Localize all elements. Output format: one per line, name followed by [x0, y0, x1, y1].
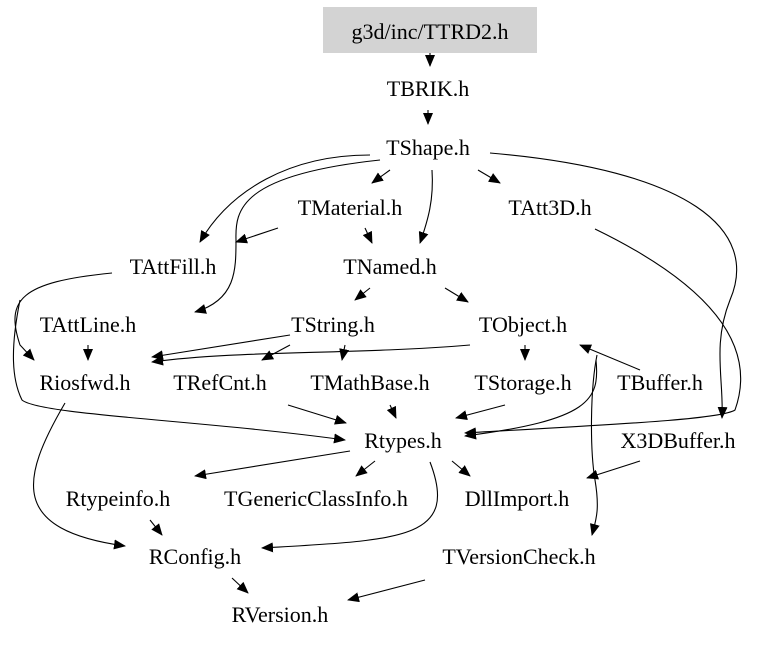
node-tgenericclassinfo: TGenericClassInfo.h	[224, 486, 408, 511]
node-tattfill: TAttFill.h	[130, 254, 217, 279]
edge-tattfill-to-riosfwd	[14, 272, 113, 361]
node-ttrd2: g3d/inc/TTRD2.h	[323, 7, 537, 53]
edge-tstring-to-tmathbase	[339, 344, 350, 361]
edge-tbuffer-to-tobject	[579, 344, 641, 371]
node-tstring: TString.h	[291, 312, 375, 337]
edge-tshape-to-tatt3d	[477, 169, 501, 184]
node-trefcnt: TRefCnt.h	[173, 370, 267, 395]
edge-tattfill-to-rtypes	[12, 299, 346, 444]
edge-tstring-to-trefcnt	[261, 344, 291, 361]
node-label-tatt3d: TAtt3D.h	[508, 195, 591, 220]
node-tversioncheck: TVersionCheck.h	[442, 544, 595, 569]
edge-tmaterial-to-tnamed	[362, 227, 373, 244]
node-label-rconfig: RConfig.h	[149, 544, 241, 569]
node-label-trefcnt: TRefCnt.h	[173, 370, 267, 395]
root-node-box	[323, 7, 537, 53]
edge-tshape-to-x3dbuffer	[489, 152, 738, 419]
edge-tshape-to-tattline	[194, 159, 381, 314]
edge-tobject-to-tversioncheck	[590, 354, 600, 536]
node-label-tnamed: TNamed.h	[343, 254, 436, 279]
node-label-rversion: RVersion.h	[232, 602, 329, 627]
node-tmathbase: TMathBase.h	[310, 370, 429, 395]
edge-rtypes-to-rtypeinfo	[194, 450, 351, 480]
nodes-layer: g3d/inc/TTRD2.hTBRIK.hTShape.hTMaterial.…	[39, 7, 736, 627]
edge-tnamed-to-tstring	[354, 287, 371, 301]
node-label-tstring: TString.h	[291, 312, 375, 337]
node-label-ttrd2: g3d/inc/TTRD2.h	[351, 19, 508, 44]
node-label-tbuffer: TBuffer.h	[617, 370, 703, 395]
node-label-rtypeinfo: Rtypeinfo.h	[66, 486, 171, 511]
node-tbrik: TBRIK.h	[387, 76, 470, 101]
edge-riosfwd-to-rconfig	[32, 402, 126, 550]
edge-rtypeinfo-to-rconfig	[149, 519, 163, 536]
node-label-tshape: TShape.h	[386, 135, 470, 160]
node-rconfig: RConfig.h	[149, 544, 241, 569]
node-label-riosfwd: Riosfwd.h	[39, 370, 130, 395]
node-tobject: TObject.h	[479, 312, 567, 337]
edge-tmaterial-to-tattfill	[235, 227, 279, 244]
edge-rtypes-to-dllimport	[451, 460, 471, 477]
node-label-rtypes: Rtypes.h	[364, 428, 442, 453]
node-x3dbuffer: X3DBuffer.h	[620, 428, 735, 453]
edge-tatt3d-to-rtypes	[464, 228, 742, 438]
edge-tobject-to-rtypes	[464, 359, 598, 440]
edge-x3dbuffer-to-dllimport	[586, 460, 641, 480]
node-rtypeinfo: Rtypeinfo.h	[66, 486, 171, 511]
node-label-tattfill: TAttFill.h	[130, 254, 217, 279]
node-label-tattline: TAttLine.h	[40, 312, 137, 337]
node-label-tobject: TObject.h	[479, 312, 567, 337]
node-tatt3d: TAtt3D.h	[508, 195, 591, 220]
node-label-tmathbase: TMathBase.h	[310, 370, 429, 395]
node-label-tmaterial: TMaterial.h	[298, 195, 402, 220]
node-label-tbrik: TBRIK.h	[387, 76, 470, 101]
edges-layer	[12, 53, 742, 603]
edge-trefcnt-to-rtypes	[287, 404, 347, 425]
node-rtypes: Rtypes.h	[364, 428, 442, 453]
edge-rconfig-to-rversion	[231, 577, 249, 594]
node-label-tstorage: TStorage.h	[474, 370, 571, 395]
node-rversion: RVersion.h	[232, 602, 329, 627]
node-tnamed: TNamed.h	[343, 254, 436, 279]
node-tmaterial: TMaterial.h	[298, 195, 402, 220]
edge-tobject-to-riosfwd	[151, 344, 471, 366]
edge-tshape-to-tattfill	[199, 154, 371, 243]
node-label-dllimport: DllImport.h	[465, 486, 570, 511]
edge-rtypes-to-tgenericclassinfo	[355, 460, 376, 477]
node-tshape: TShape.h	[386, 135, 470, 160]
edge-rtypes-to-rconfig	[261, 461, 439, 553]
edge-tshape-to-tmaterial	[371, 169, 391, 184]
node-tstorage: TStorage.h	[474, 370, 571, 395]
edge-tshape-to-tnamed	[418, 169, 433, 244]
node-label-tgenericclassinfo: TGenericClassInfo.h	[224, 486, 408, 511]
node-label-tversioncheck: TVersionCheck.h	[442, 544, 595, 569]
node-tattline: TAttLine.h	[40, 312, 137, 337]
edge-tstorage-to-rtypes	[455, 404, 506, 421]
edge-tmathbase-to-rtypes	[386, 404, 397, 419]
node-riosfwd: Riosfwd.h	[39, 370, 130, 395]
edge-tstring-to-riosfwd	[151, 334, 291, 361]
edge-tversioncheck-to-rversion	[347, 579, 426, 603]
node-label-x3dbuffer: X3DBuffer.h	[620, 428, 735, 453]
node-dllimport: DllImport.h	[465, 486, 570, 511]
node-tbuffer: TBuffer.h	[617, 370, 703, 395]
edge-tnamed-to-tobject	[444, 287, 469, 303]
